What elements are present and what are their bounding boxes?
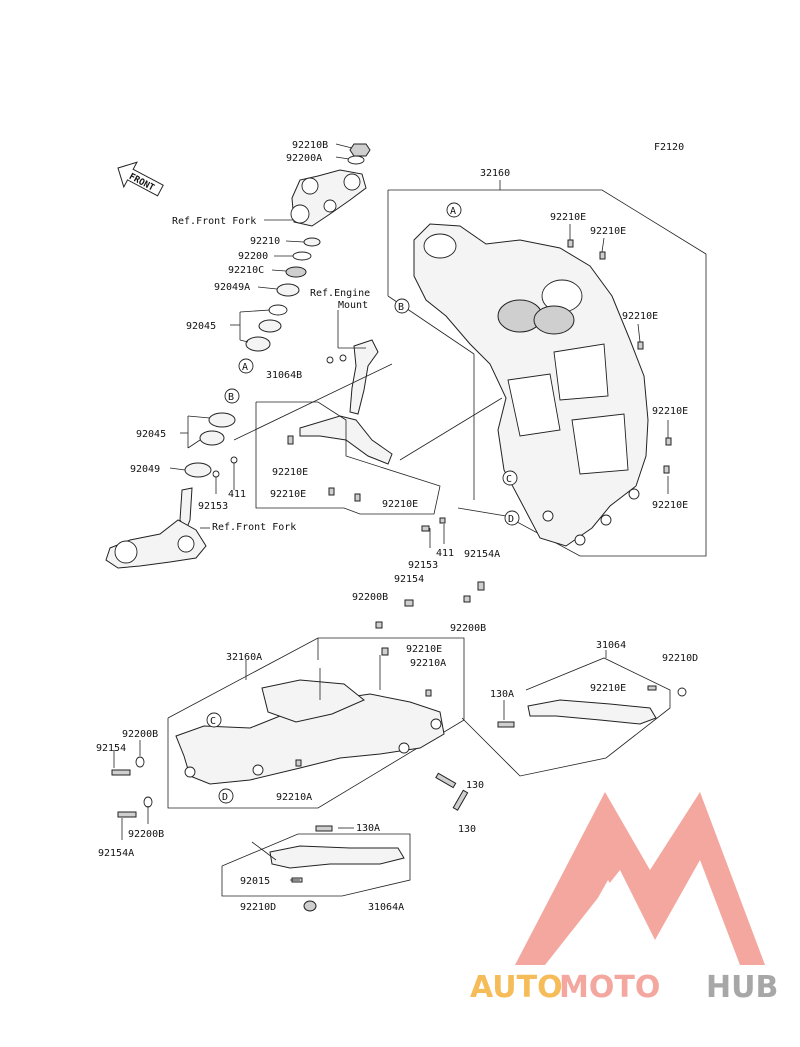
lower-bracket-31064A — [221, 825, 411, 912]
part-label: 92210E — [622, 311, 658, 322]
part-label: 32160A — [226, 652, 262, 663]
circle-letter-a-2: A — [242, 362, 248, 373]
circle-letter-b-2: B — [228, 392, 234, 403]
part-label: 31064A — [368, 902, 404, 913]
part-label: 92200B — [352, 592, 388, 603]
part-label: 130A — [490, 689, 514, 700]
part-label: 92200B — [128, 829, 164, 840]
steering-head-assembly — [105, 143, 371, 569]
circle-letter-a-left: A — [238, 358, 254, 374]
part-label: 92200B — [450, 623, 486, 634]
part-label: 92210D — [662, 653, 698, 664]
circle-letter-a: A — [450, 206, 456, 217]
part-label: 92210E — [270, 489, 306, 500]
circle-letter-c-sub: C — [206, 712, 222, 728]
ref-front-fork-bottom: Ref.Front Fork — [212, 522, 296, 533]
part-label: 92210E — [652, 500, 688, 511]
part-label: 130 — [466, 780, 484, 791]
circle-letter-d-2: D — [222, 792, 228, 803]
watermark-logo: AUTO MOTO HUB — [470, 792, 778, 1005]
part-label: 92200A — [286, 153, 322, 164]
part-label: 92045 — [186, 321, 216, 332]
part-label: 411 — [436, 548, 454, 559]
watermark-moto: MOTO — [559, 970, 660, 1005]
watermark-auto: AUTO — [470, 970, 563, 1005]
circle-letter-d-sub: D — [218, 788, 234, 804]
rear-bracket-31064 — [461, 650, 687, 777]
part-label: 92200B — [122, 729, 158, 740]
part-label: 92210 — [250, 236, 280, 247]
part-label: 31064B — [266, 370, 302, 381]
sub-frame — [167, 637, 465, 809]
part-label: 92200 — [238, 251, 268, 262]
part-label: 92210E — [550, 212, 586, 223]
part-label: 92210A — [276, 792, 312, 803]
circle-letter-b: B — [398, 302, 404, 313]
part-label: 130A — [356, 823, 380, 834]
part-label: 92210E — [590, 683, 626, 694]
part-label: 130 — [458, 824, 476, 835]
part-label: 92154 — [394, 574, 424, 585]
part-labels: 92210B 92200A 92210 92200 92210C 92049A … — [96, 140, 698, 913]
circle-letter-d-frame: D — [504, 510, 520, 526]
watermark-hub: HUB — [706, 970, 778, 1005]
engine-mount-bracket — [212, 310, 503, 515]
part-label: 92154A — [98, 848, 134, 859]
bolts-130 — [435, 772, 469, 811]
part-label: 92210B — [292, 140, 328, 151]
circle-letter-d: D — [508, 514, 514, 525]
circle-letter-b-frame: B — [394, 298, 410, 314]
part-label: 31064 — [596, 640, 626, 651]
part-label: 92210A — [410, 658, 446, 669]
part-label: 92045 — [136, 429, 166, 440]
part-label: 92210E — [382, 499, 418, 510]
circle-letter-c-frame: C — [502, 470, 518, 486]
part-label: 92210E — [272, 467, 308, 478]
main-frame — [387, 180, 707, 557]
circle-letter-a-top: A — [446, 202, 462, 218]
part-label: 92210E — [590, 226, 626, 237]
part-label: 92049 — [130, 464, 160, 475]
circle-letter-b-left: B — [224, 388, 240, 404]
part-label: 92154A — [464, 549, 500, 560]
circle-letter-c-2: C — [210, 716, 216, 727]
part-label: 411 — [228, 489, 246, 500]
part-label: 92049A — [214, 282, 250, 293]
part-label: 92154 — [96, 743, 126, 754]
part-label: 32160 — [480, 168, 510, 179]
circle-letter-c: C — [506, 474, 512, 485]
part-label: 92210D — [240, 902, 276, 913]
front-arrow: FRONT — [117, 161, 164, 197]
part-label: 92210E — [406, 644, 442, 655]
part-label: 92210E — [652, 406, 688, 417]
ref-engine-mount-line1: Ref.Engine — [310, 288, 370, 299]
ref-engine-mount-line2: Mount — [338, 300, 368, 311]
middle-bolts — [375, 517, 485, 629]
steering-leaders — [169, 143, 353, 529]
figure-code: F2120 — [654, 142, 684, 153]
ref-front-fork-top: Ref.Front Fork — [172, 216, 256, 227]
part-label: 92015 — [240, 876, 270, 887]
part-label: 92153 — [198, 501, 228, 512]
subframe-bolts — [111, 740, 153, 840]
part-label: 92210C — [228, 265, 264, 276]
part-label: 92153 — [408, 560, 438, 571]
